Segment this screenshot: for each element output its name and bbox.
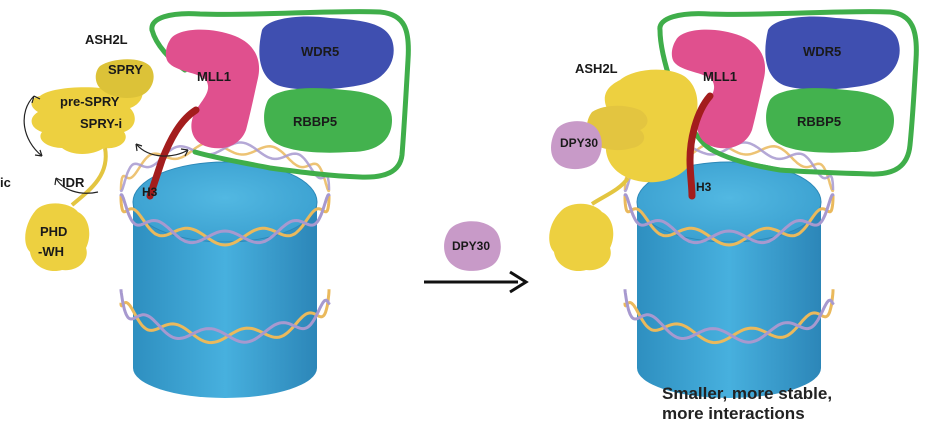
label-wh-left: -WH: [38, 244, 64, 259]
ash2l-idr-left: [70, 147, 108, 207]
ash2l-spry-left: [95, 59, 154, 98]
label-ash2l-right: ASH2L: [575, 61, 618, 76]
dpy30-blob-middle: [444, 221, 501, 271]
dna-strand: [119, 196, 331, 247]
label-idr-left: IDR: [62, 175, 85, 190]
wdr5-blob-left: [259, 16, 394, 90]
label-cropped-edge: ic: [0, 175, 11, 190]
dna-strand: [119, 289, 331, 345]
middle-transition: DPY30: [424, 221, 529, 294]
ash2l-core-right: [604, 69, 698, 183]
ash2l-phdwh-right: [549, 203, 614, 272]
label-rbbp5-right: RBBP5: [797, 114, 841, 129]
interaction-arrows-left: [23, 95, 189, 194]
ash2l-phdwh-left: [25, 203, 90, 272]
caption-line-2: more interactions: [662, 404, 805, 423]
mll1-blob-right: [671, 29, 766, 149]
nucleosome-right: [636, 161, 822, 398]
label-dpy30-middle: DPY30: [452, 239, 490, 253]
label-h3-left: H3: [142, 185, 158, 199]
h3-tail-right: [686, 92, 714, 200]
label-prespry-left: pre-SPRY: [60, 94, 120, 109]
label-dpy30-right: DPY30: [560, 136, 598, 150]
dna-strand: [623, 193, 835, 245]
label-phd-left: PHD: [40, 224, 67, 239]
dna-strand: [119, 193, 331, 245]
arrow-right-icon: [424, 270, 529, 294]
h3-tail-left: [146, 106, 200, 200]
label-mll1-left: MLL1: [197, 69, 231, 84]
label-spryi-left: SPRY-i: [80, 116, 122, 131]
mll1-blob-left: [165, 29, 260, 149]
dpy30-blob-right: [551, 121, 602, 170]
label-wdr5-left: WDR5: [301, 44, 339, 59]
label-mll1-right: MLL1: [703, 69, 737, 84]
right-panel: ASH2L DPY30 MLL1 WDR5 RBBP5 H3 Smaller, …: [549, 9, 919, 423]
left-panel: ASH2L SPRY pre-SPRY SPRY-i IDR PHD -WH M…: [0, 9, 411, 398]
dna-strand: [623, 289, 835, 344]
ash2l-prespry-left: [31, 80, 143, 154]
complex-outline-right: [657, 9, 919, 177]
label-wdr5-right: WDR5: [803, 44, 841, 59]
ash2l-idr-right: [590, 176, 630, 206]
ash2l-fingers-right: [586, 105, 648, 151]
dna-strand: [623, 196, 835, 247]
nucleosome-left: [132, 161, 318, 398]
dna-strand: [119, 289, 331, 344]
wdr5-blob-right: [765, 16, 900, 90]
rbbp5-blob-right: [766, 88, 894, 153]
label-h3-right: H3: [696, 180, 712, 194]
label-spry-left: SPRY: [108, 62, 143, 77]
complex-outline-left: [149, 9, 411, 180]
label-ash2l-left: ASH2L: [85, 32, 128, 47]
rbbp5-blob-left: [264, 88, 392, 153]
dna-strand: [623, 289, 835, 345]
caption-line-1: Smaller, more stable,: [662, 384, 832, 403]
label-rbbp5-left: RBBP5: [293, 114, 337, 129]
